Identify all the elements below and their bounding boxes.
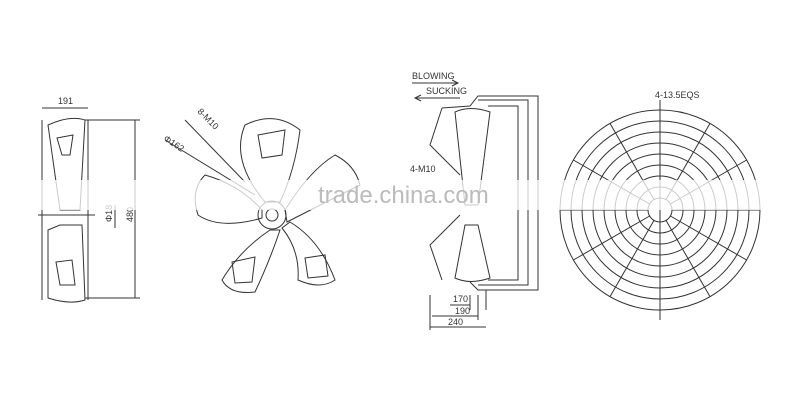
dim-170-label: 170 bbox=[453, 294, 468, 304]
blowing-label: BLOWING bbox=[412, 71, 455, 81]
watermark-band bbox=[0, 180, 800, 210]
bolt-4-m10-label: 4-M10 bbox=[410, 164, 436, 174]
guard-spoke bbox=[665, 220, 711, 297]
sucking-label: SUCKING bbox=[426, 86, 467, 96]
bolt-8-m10-label: 8-M10 bbox=[196, 106, 221, 131]
guard-spoke bbox=[609, 220, 655, 297]
width-191-label: 191 bbox=[58, 96, 73, 106]
dim-240-label: 240 bbox=[448, 317, 463, 327]
height-480-label: 480 bbox=[125, 207, 135, 222]
guard-spoke bbox=[573, 215, 650, 261]
dim-190-label: 190 bbox=[455, 306, 470, 316]
hub-dia-label: Φ18 bbox=[104, 205, 114, 222]
watermark-text: trade.china.com bbox=[318, 182, 489, 209]
holes-4-13-5eqs-label: 4-13.5EQS bbox=[655, 90, 700, 100]
diameter-162-label: Φ162 bbox=[162, 133, 186, 153]
guard-spoke bbox=[670, 215, 747, 261]
